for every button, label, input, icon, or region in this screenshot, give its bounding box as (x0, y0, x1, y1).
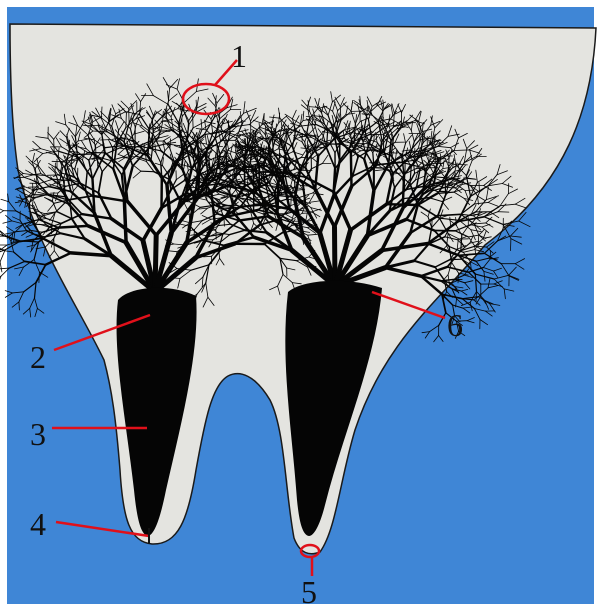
label-2: 2 (30, 339, 46, 375)
pulp-branch (403, 175, 404, 209)
pulp-branch (170, 278, 180, 279)
pulp-branch (432, 218, 433, 227)
pulp-branch (340, 107, 341, 121)
pulp-branch (124, 199, 126, 243)
pulp-branch (74, 154, 93, 155)
pulp-branch (153, 120, 154, 134)
pulp-branch (202, 159, 203, 167)
pulp-branch (19, 302, 20, 310)
label-3: 3 (30, 416, 46, 452)
label-4: 4 (30, 506, 46, 542)
pulp-branch (445, 177, 446, 195)
pulp-branch (193, 114, 194, 128)
pulp-branch (450, 259, 462, 260)
pulp-branch (351, 153, 352, 186)
pulp-branch (39, 272, 40, 283)
label-6: 6 (447, 307, 463, 343)
label-5: 5 (301, 574, 317, 610)
pulp-branch (160, 130, 172, 131)
pulp-branch (270, 186, 279, 187)
pulp-branch (302, 133, 303, 141)
pulp-branch (54, 238, 55, 250)
pulp-branch (490, 251, 491, 260)
label-1: 1 (231, 38, 247, 74)
pulp-branch (243, 166, 260, 167)
pulp-branch (323, 144, 342, 145)
pulp-branch (141, 171, 154, 172)
pulp-branch (479, 183, 480, 193)
pulp-branch (306, 117, 315, 118)
pulp-branch (161, 131, 171, 132)
pulp-branch (204, 256, 212, 257)
pulp-branch (126, 113, 127, 128)
pulp-branch (58, 226, 88, 228)
